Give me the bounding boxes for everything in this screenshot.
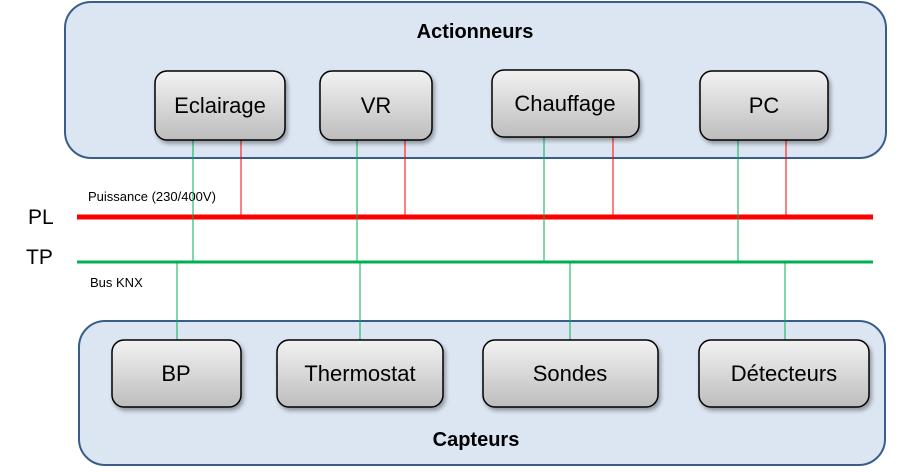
actuators-group-title: Actionneurs <box>417 21 534 43</box>
sensor-box-sondes-frame <box>482 339 659 408</box>
sensor-label-bp: BP <box>161 361 190 386</box>
actuator-box-chauffage[interactable]: Chauffage <box>491 69 640 138</box>
sensor-label-thermostat: Thermostat <box>304 361 415 386</box>
actuator-label-chauffage: Chauffage <box>514 91 615 116</box>
actuator-label-pc: PC <box>749 93 780 118</box>
sensor-box-sondes[interactable]: Sondes <box>482 339 659 408</box>
sensor-label-sondes: Sondes <box>533 361 608 386</box>
actuator-label-vr: VR <box>361 93 392 118</box>
actuator-box-eclairage-frame <box>154 70 286 141</box>
power-line-short-label: PL <box>28 206 54 229</box>
power-line-label: Puissance (230/400V) <box>88 189 216 204</box>
sensor-box-bp-frame <box>111 339 242 408</box>
sensor-box-detecteurs[interactable]: Détecteurs <box>698 339 870 408</box>
actuator-label-eclairage: Eclairage <box>174 93 266 118</box>
sensor-box-detecteurs-frame <box>698 339 870 408</box>
bus-line-short-label: TP <box>26 246 53 269</box>
sensor-label-detecteurs: Détecteurs <box>731 361 837 386</box>
sensor-wires <box>176 262 786 340</box>
actuator-box-eclairage[interactable]: Eclairage <box>154 70 286 141</box>
actuator-box-chauffage-frame <box>491 69 640 138</box>
sensor-box-thermostat-frame <box>276 339 444 408</box>
sensors-group-title: Capteurs <box>433 429 520 451</box>
sensor-box-bp[interactable]: BP <box>111 339 242 408</box>
bus-line-label: Bus KNX <box>90 275 143 290</box>
actuator-box-pc-frame <box>699 70 829 141</box>
power-line: PL Puissance (230/400V) <box>28 189 873 229</box>
actuator-box-pc[interactable]: PC <box>699 70 829 141</box>
actuator-box-vr[interactable]: VR <box>319 70 433 141</box>
bus-line: TP Bus KNX <box>26 246 873 290</box>
actuator-wires <box>192 137 787 262</box>
sensor-box-thermostat[interactable]: Thermostat <box>276 339 444 408</box>
actuator-box-vr-frame <box>319 70 433 141</box>
